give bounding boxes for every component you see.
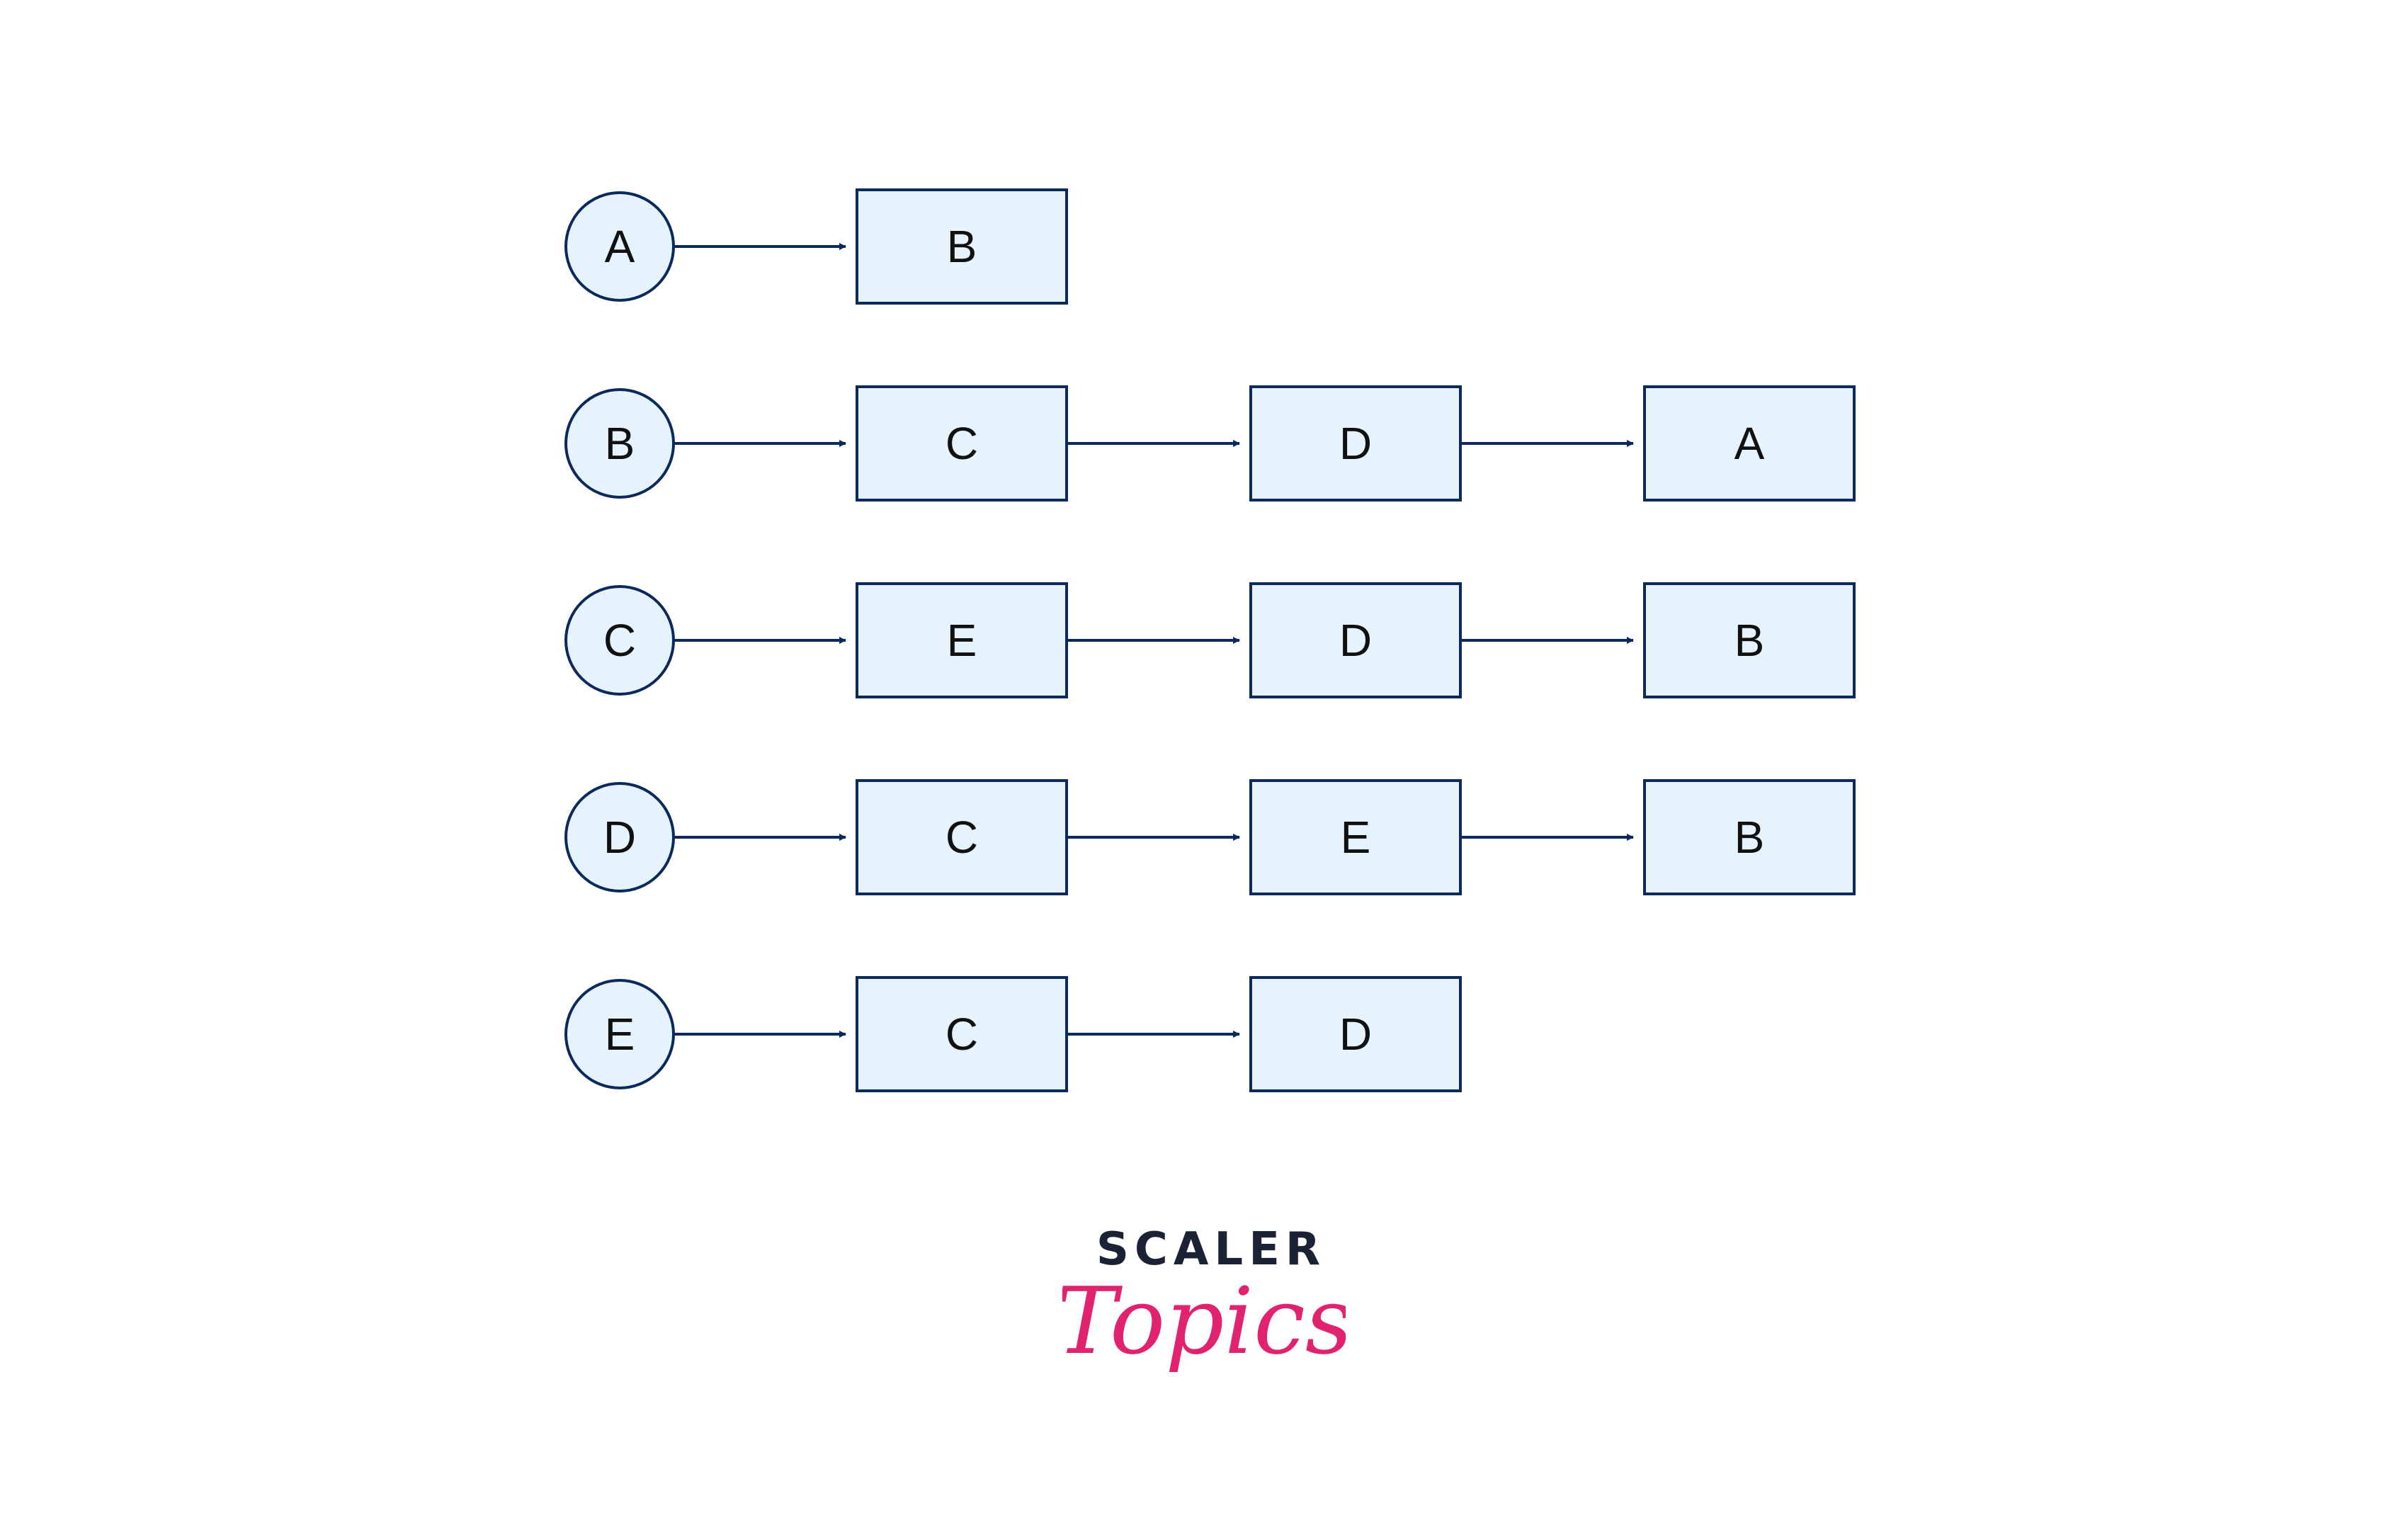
list-node-label: C	[945, 418, 978, 469]
head-vertex-label: D	[603, 812, 636, 863]
list-node-box	[856, 976, 1068, 1092]
list-node-label: C	[945, 1009, 978, 1060]
list-node-label: E	[947, 615, 977, 666]
head-vertex-label: B	[605, 418, 635, 469]
head-vertex-label: E	[605, 1009, 635, 1060]
head-vertex-label: C	[603, 615, 636, 666]
list-node-label: C	[945, 812, 978, 863]
list-node-box	[1643, 779, 1856, 895]
list-node-box	[856, 385, 1068, 502]
list-node-label: A	[1734, 418, 1765, 469]
list-node-label: B	[947, 221, 977, 272]
list-node-label: D	[1339, 615, 1372, 666]
logo-word: SCALER	[1096, 1223, 1326, 1276]
list-node-box	[1643, 385, 1856, 502]
logo-script: Topics	[1062, 1267, 1346, 1375]
list-node-box	[1249, 779, 1462, 895]
list-node-box	[856, 779, 1068, 895]
list-node-box	[1643, 582, 1856, 698]
scaler-topics-logo: SCALER Topics	[1062, 1223, 1346, 1375]
list-node-box	[1249, 582, 1462, 698]
head-vertex-label: A	[605, 221, 635, 272]
list-node-label: D	[1339, 418, 1372, 469]
list-node-label: D	[1339, 1009, 1372, 1060]
list-node-label: B	[1734, 812, 1765, 863]
list-node-box	[856, 188, 1068, 305]
list-node-label: B	[1734, 615, 1765, 666]
list-node-label: E	[1341, 812, 1371, 863]
list-node-box	[1249, 385, 1462, 502]
list-node-box	[1249, 976, 1462, 1092]
